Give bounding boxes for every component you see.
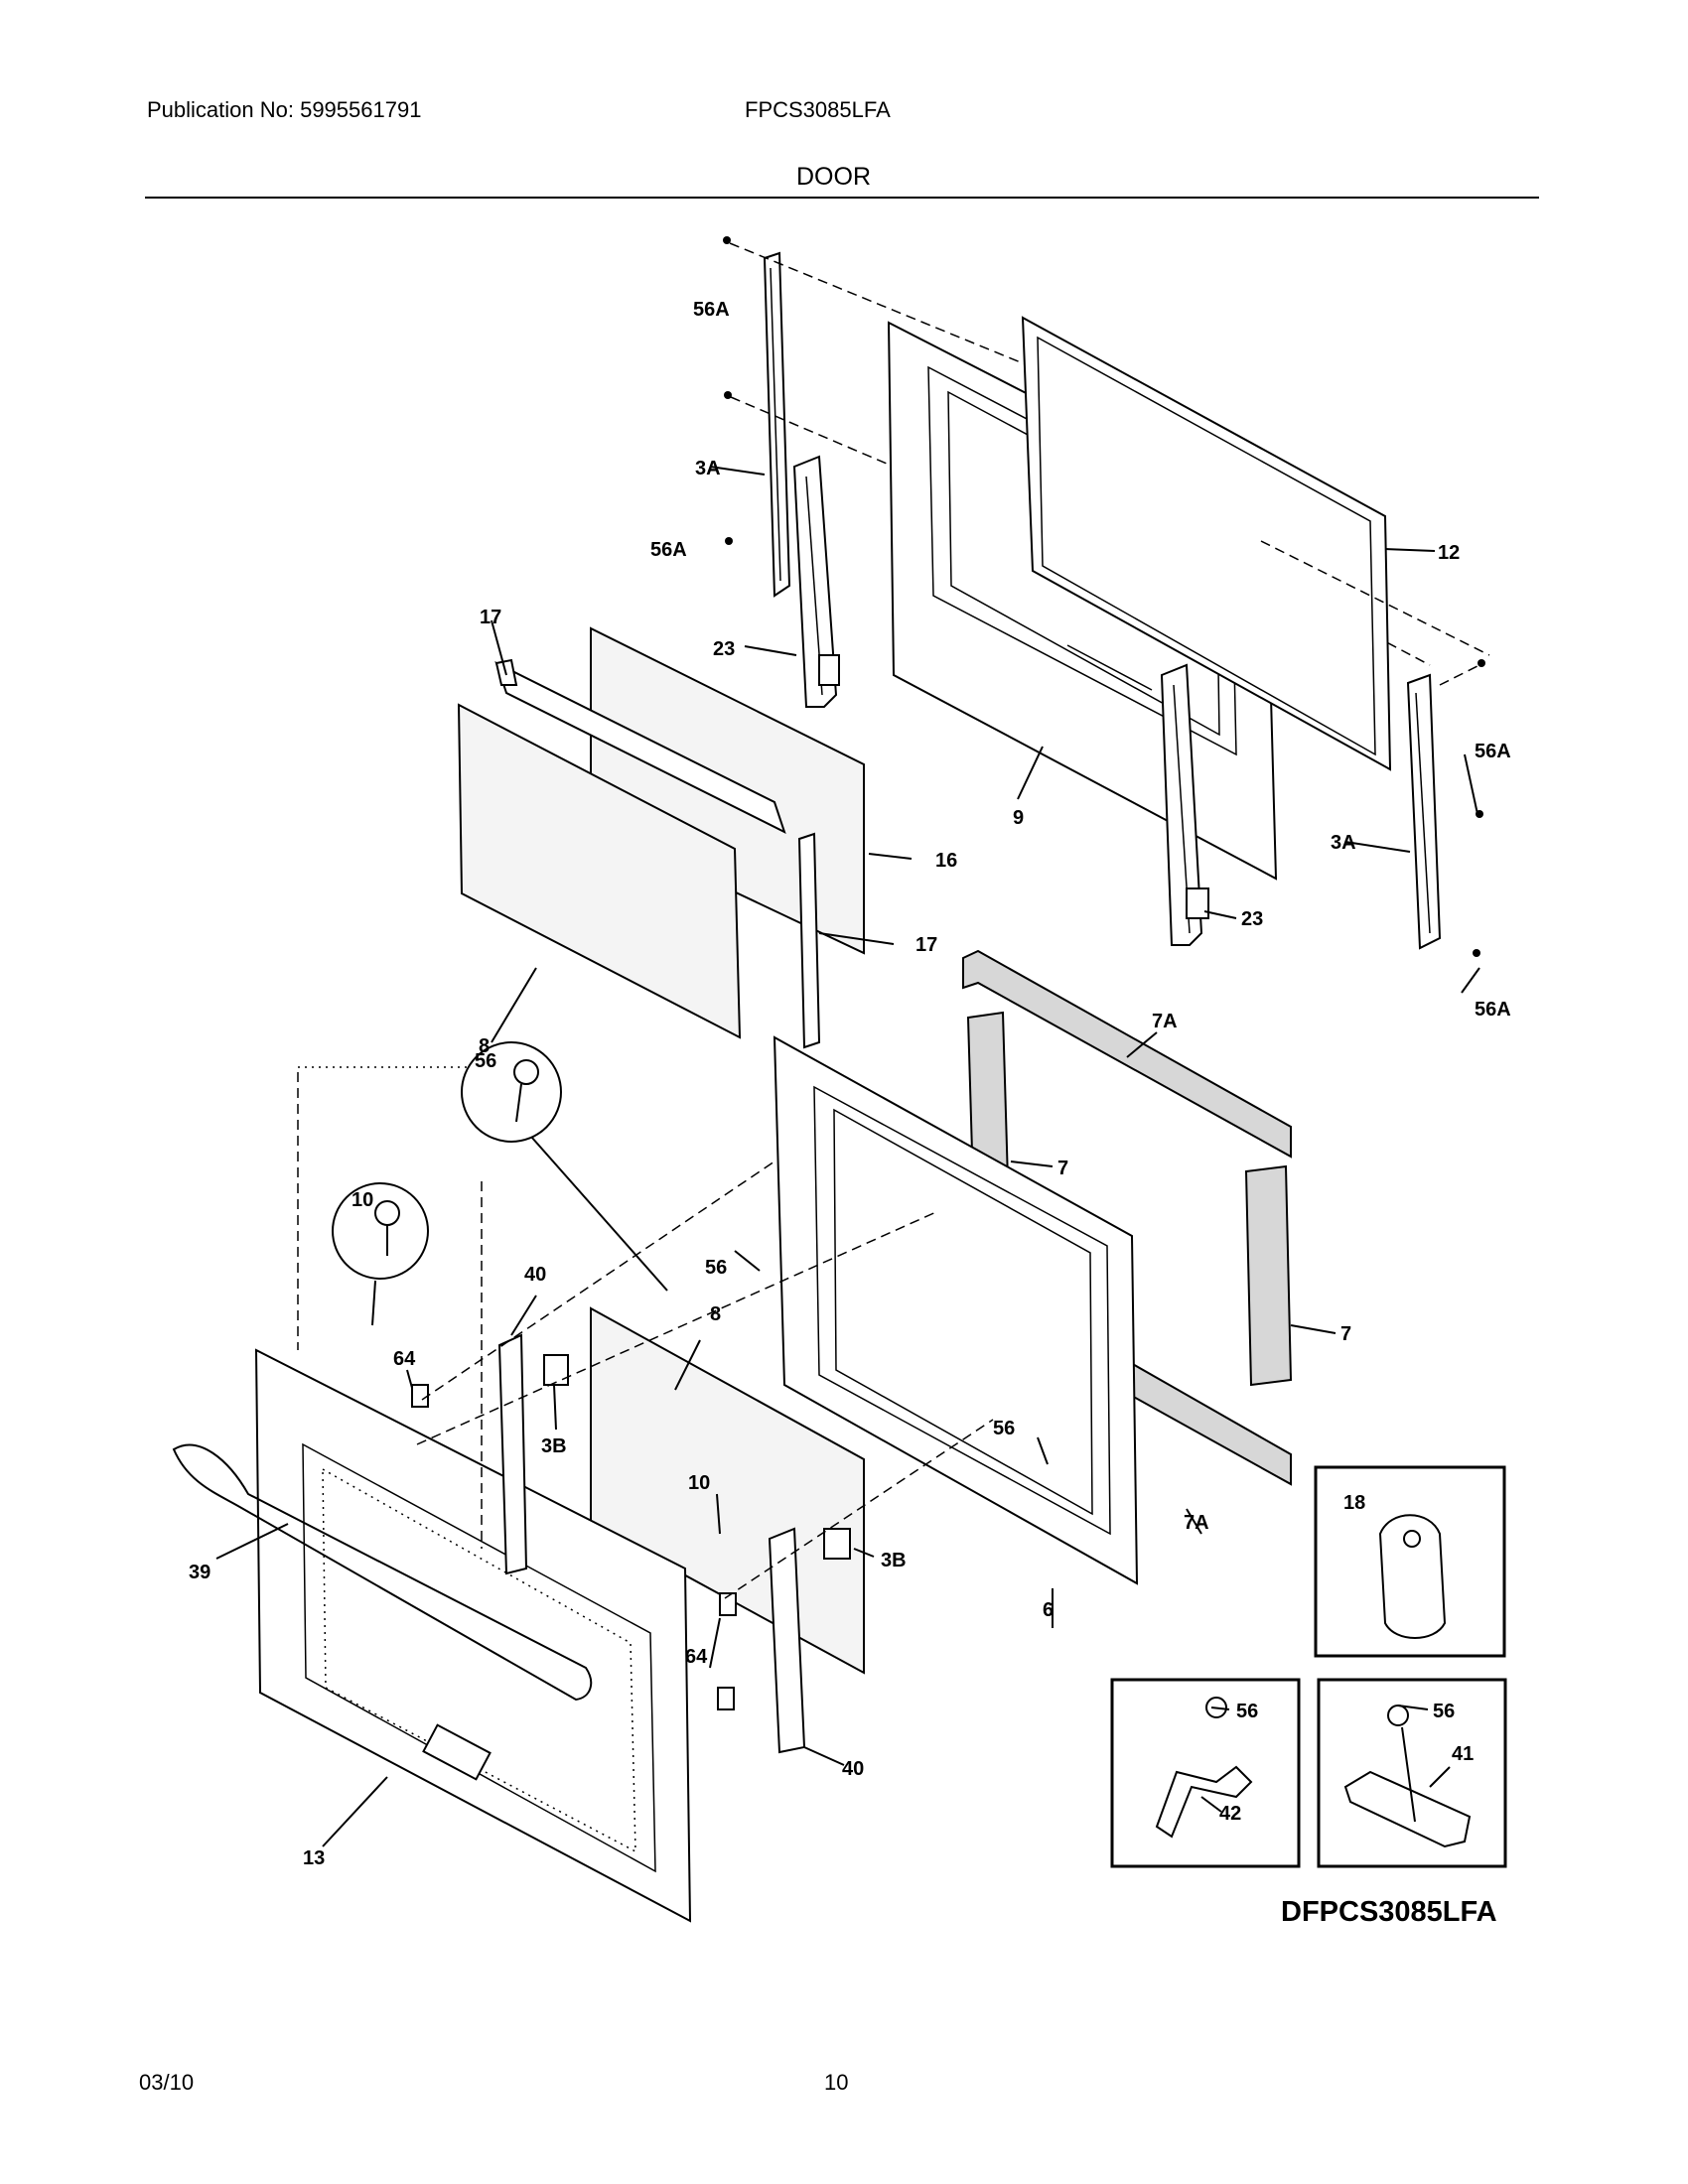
outer-door-13 [254,1348,692,1923]
callout-7-top: 7 [1057,1158,1068,1179]
callout-56a-mid: 56A [650,539,687,561]
callout-56a-top: 56A [693,299,730,321]
callout-6: 6 [1043,1599,1054,1621]
model-number: FPCS3085LFA [745,97,891,122]
hinge-23-right [1160,663,1209,946]
callout-56-frame: 56 [705,1257,727,1279]
callout-18: 18 [1343,1492,1365,1514]
publication-number: Publication No: 5995561791 [147,97,422,122]
callout-56a-bottom: 56A [1475,999,1511,1021]
callout-40-low: 40 [842,1758,864,1780]
callout-17-top: 17 [480,607,501,628]
callout-41: 41 [1452,1743,1474,1765]
hinge-bracket-3a-right [1406,659,1485,957]
callout-3a-left: 3A [695,458,721,479]
callout-3b-right: 3B [881,1550,907,1571]
callout-3b-left: 3B [541,1435,567,1457]
callout-64-low: 64 [685,1646,708,1668]
callout-7-right: 7 [1340,1323,1351,1345]
hinge-channel-40 [497,1333,806,1754]
callout-56-inset1: 56 [1236,1701,1258,1722]
inset-box-41 [1317,1678,1507,1868]
screw-detail-56 [297,1041,668,1549]
inset-box-18 [1314,1465,1506,1658]
footer-date: 03/10 [139,2070,195,2095]
callout-56-inset2: 56 [1433,1701,1455,1722]
callout-23-left: 23 [713,638,735,660]
callout-56a-right: 56A [1475,741,1511,762]
callout-8-inner: 8 [710,1303,721,1325]
callout-8-left: 8 [479,1035,490,1057]
glass-panel-8 [457,703,742,1039]
glass-pack-17 [494,658,821,1049]
callout-39: 39 [189,1562,211,1583]
callout-56-circle: 56 [475,1050,496,1072]
callout-56-frame-low: 56 [993,1418,1015,1439]
section-title: DOOR [796,163,871,191]
callout-7a-bottom: 7A [1184,1512,1209,1534]
hinge-23-left [792,455,840,708]
callout-17-low: 17 [915,934,937,956]
inner-door-panel-6 [773,1035,1139,1585]
clips [411,1354,851,1710]
callout-16: 16 [935,850,957,872]
callout-10-low: 10 [688,1472,710,1494]
door-handle-39 [172,1443,593,1702]
callout-64-top: 64 [393,1348,416,1370]
callout-40-top: 40 [524,1264,546,1286]
inset-box-42 [1110,1678,1301,1868]
callout-7a-top: 7A [1152,1011,1178,1032]
hinge-bracket-3a-left [723,236,1034,598]
page-number: 10 [824,2070,849,2095]
callout-9: 9 [1013,807,1024,829]
callout-42: 42 [1219,1803,1241,1825]
callout-3a-right: 3A [1331,832,1356,854]
door-liner-12 [1021,316,1490,771]
drawing-id: DFPCS3085LFA [1281,1896,1497,1928]
screw-detail-10 [332,1182,429,1326]
header-divider [145,197,1539,199]
callout-10-circle: 10 [352,1189,373,1211]
callout-12: 12 [1438,542,1460,564]
leader-lines [215,466,1480,1847]
callout-13: 13 [303,1847,325,1869]
callout-23-right: 23 [1241,908,1263,930]
